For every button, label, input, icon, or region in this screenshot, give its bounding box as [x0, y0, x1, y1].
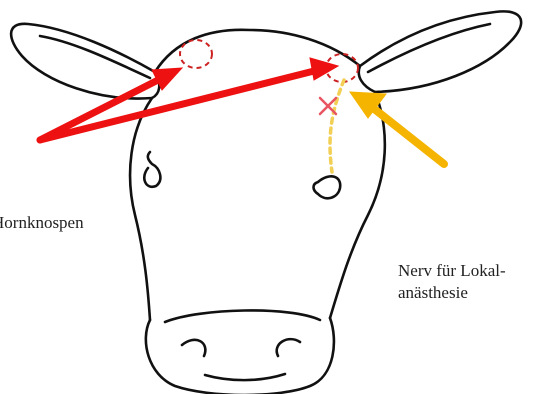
nerve-label-line2: anästhesie [398, 282, 506, 304]
right-ear [359, 11, 521, 92]
arrow-head-right-bud [310, 58, 338, 80]
arrow-to-left-bud [40, 78, 162, 140]
left-eye [144, 152, 160, 187]
nerve-label-line1: Nerv für Lokal- [398, 260, 506, 282]
horn-buds-label: Hornknospen [0, 212, 84, 234]
cow-head-outline [11, 11, 521, 394]
arrow-head-left-bud [152, 68, 182, 90]
left-horn-bud-circle [180, 40, 212, 68]
nerve-line [330, 80, 344, 172]
nerve-arrow [350, 92, 444, 164]
muzzle [146, 318, 334, 394]
horn-bud-markers [180, 40, 358, 82]
nerve-label: Nerv für Lokal- anästhesie [398, 260, 506, 304]
injection-cross [320, 98, 336, 114]
arrow-to-right-bud [40, 70, 318, 140]
left-face-side [130, 98, 152, 320]
right-face-side [330, 92, 385, 318]
horn-bud-arrows [40, 58, 338, 140]
left-nostril [182, 340, 205, 356]
mouth [205, 374, 285, 380]
right-eye [314, 176, 341, 198]
muzzle-top [165, 310, 320, 322]
right-nostril [277, 339, 300, 356]
